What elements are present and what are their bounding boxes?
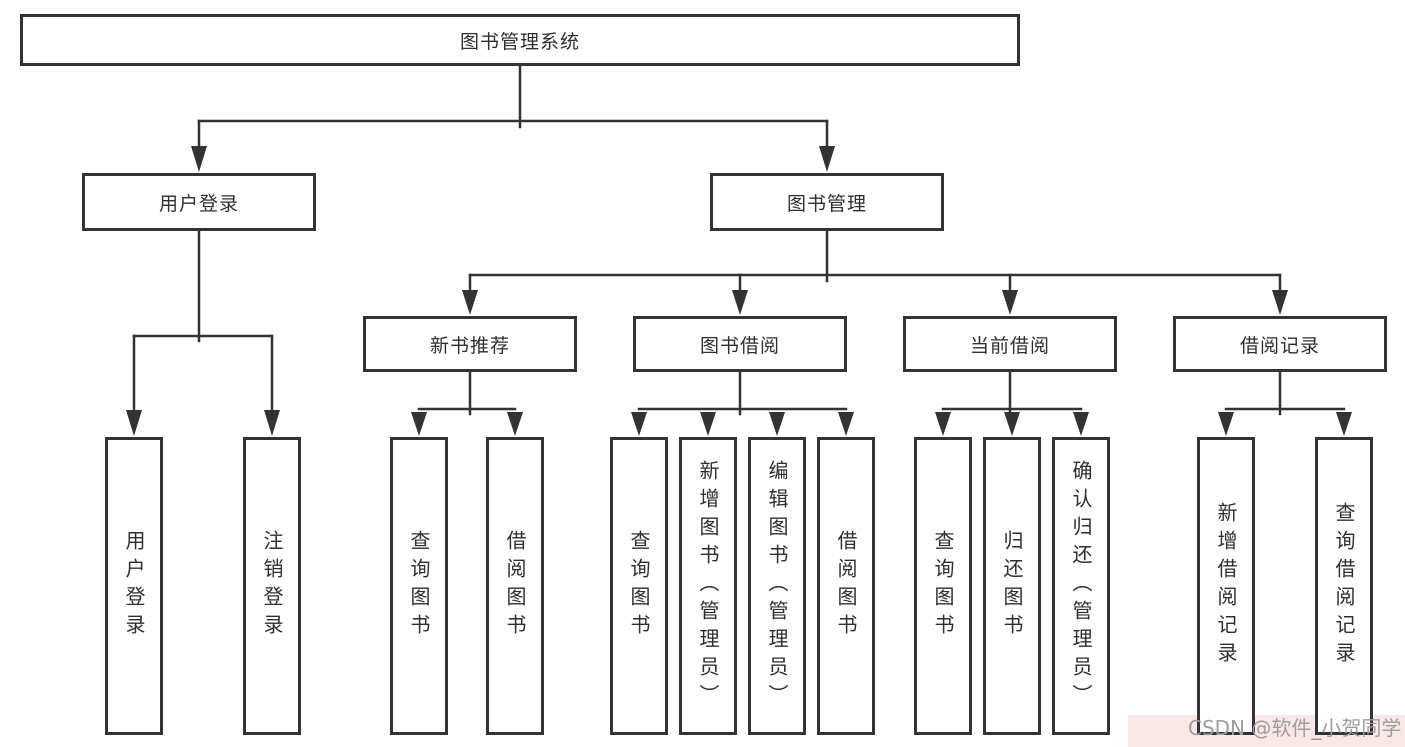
leaf-borrowing-edit-book-admin: 编辑图书（管理员） (748, 437, 806, 735)
node-borrowing-records: 借阅记录 (1173, 316, 1387, 372)
watermark-text: CSDN @软件_小贺同学 (1188, 716, 1402, 740)
leaf-borrowing-query-books: 查询图书 (610, 437, 668, 735)
leaf-newbook-query-books: 查询图书 (390, 437, 448, 735)
node-user-login: 用户登录 (82, 173, 316, 231)
node-book-borrowing: 图书借阅 (633, 316, 847, 372)
leaf-borrowing-add-book-admin: 新增图书（管理员） (679, 437, 737, 735)
node-library-management-system: 图书管理系统 (20, 14, 1020, 66)
node-current-borrowing: 当前借阅 (903, 316, 1117, 372)
leaf-logout: 注销登录 (243, 437, 301, 735)
leaf-current-query-books: 查询图书 (914, 437, 972, 735)
node-new-book-recommendation: 新书推荐 (363, 316, 577, 372)
node-book-management: 图书管理 (710, 173, 944, 231)
leaf-current-return-books: 归还图书 (983, 437, 1041, 735)
leaf-current-confirm-return-admin: 确认归还（管理员） (1052, 437, 1110, 735)
leaf-user-login: 用户登录 (105, 437, 163, 735)
leaf-records-query-borrow-record: 查询借阅记录 (1315, 437, 1373, 735)
leaf-borrowing-borrow-books: 借阅图书 (817, 437, 875, 735)
leaf-newbook-borrow-books: 借阅图书 (486, 437, 544, 735)
leaf-records-add-borrow-record: 新增借阅记录 (1197, 437, 1255, 735)
